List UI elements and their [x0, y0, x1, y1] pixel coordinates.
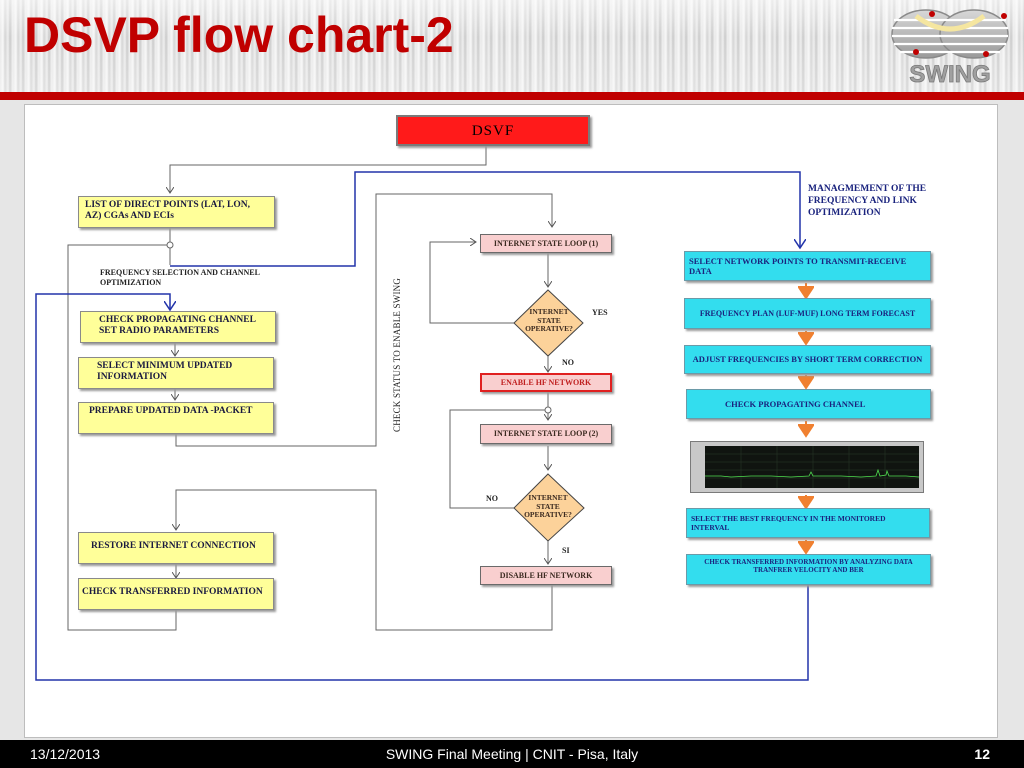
no-label-1: NO	[562, 358, 574, 367]
enable-hf-network-box: ENABLE HF NETWORK	[480, 373, 612, 392]
prepare-packet-box: PREPARE UPDATED DATA -PACKET	[78, 402, 274, 434]
management-label: MANAGMEMENT OF THE FREQUENCY AND LINK OP…	[808, 184, 927, 218]
spectrum-plot-image	[690, 441, 924, 493]
page-number: 12	[974, 746, 990, 762]
decision-diamond-2	[513, 473, 585, 542]
check-propagating-box: CHECK PROPAGATING CHANNEL SET RADIO PARA…	[80, 311, 276, 343]
footer-center-text: SWING Final Meeting | CNIT - Pisa, Italy	[385, 746, 639, 762]
footer-bar: 13/12/2013 SWING Final Meeting | CNIT - …	[0, 740, 1024, 768]
disable-hf-network-box: DISABLE HF NETWORK	[480, 566, 612, 585]
select-minimum-box: SELECT MINIMUM UPDATED INFORMATION	[78, 357, 274, 389]
logo-text: SWING	[909, 61, 990, 88]
si-label: SI	[562, 546, 570, 555]
no-label-2: NO	[486, 494, 498, 503]
internet-loop-1-box: INTERNET STATE LOOP (1)	[480, 234, 612, 253]
check-status-label: CHECK STATUS TO ENABLE SWING	[392, 277, 402, 432]
decision-2-text: INTERNET STATE OPERATIVE?	[524, 493, 572, 520]
dsvf-start-box: DSVF	[396, 115, 590, 146]
footer-date: 13/12/2013	[30, 746, 101, 762]
header-fade	[0, 0, 1024, 92]
yes-label: YES	[592, 308, 608, 317]
check-transferred-box: CHECK TRANSFERRED INFORMATION	[78, 578, 274, 610]
decision-diamond-1	[513, 289, 584, 357]
check-transferred-info-box: CHECK TRANSFERRED INFORMATION BY ANALYZI…	[686, 554, 931, 585]
swing-logo: SWING	[891, 9, 1009, 88]
title-underline	[0, 92, 1024, 100]
frequency-plan-box: FREQUENCY PLAN (LUF-MUF) LONG TERM FOREC…	[684, 298, 931, 329]
select-best-frequency-box: SELECT THE BEST FREQUENCY IN THE MONITOR…	[686, 508, 930, 538]
select-network-box: SELECT NETWORK POINTS TO TRANSMIT-RECEIV…	[684, 251, 931, 281]
check-channel-box: CHECK PROPAGATING CHANNEL	[686, 389, 931, 419]
internet-loop-2-box: INTERNET STATE LOOP (2)	[480, 424, 612, 444]
slide-title: DSVP flow chart-2	[24, 7, 454, 63]
list-direct-points-box: LIST OF DIRECT POINTS (LAT, LON, AZ) CGA…	[78, 196, 275, 228]
adjust-frequencies-box: ADJUST FREQUENCIES BY SHORT TERM CORRECT…	[684, 345, 931, 374]
freq-selection-label: FREQUENCY SELECTION AND CHANNEL OPTIMIZA…	[100, 268, 260, 287]
restore-internet-box: RESTORE INTERNET CONNECTION	[78, 532, 274, 564]
decision-1-text: INTERNET STATE OPERATIVE?	[525, 307, 573, 334]
